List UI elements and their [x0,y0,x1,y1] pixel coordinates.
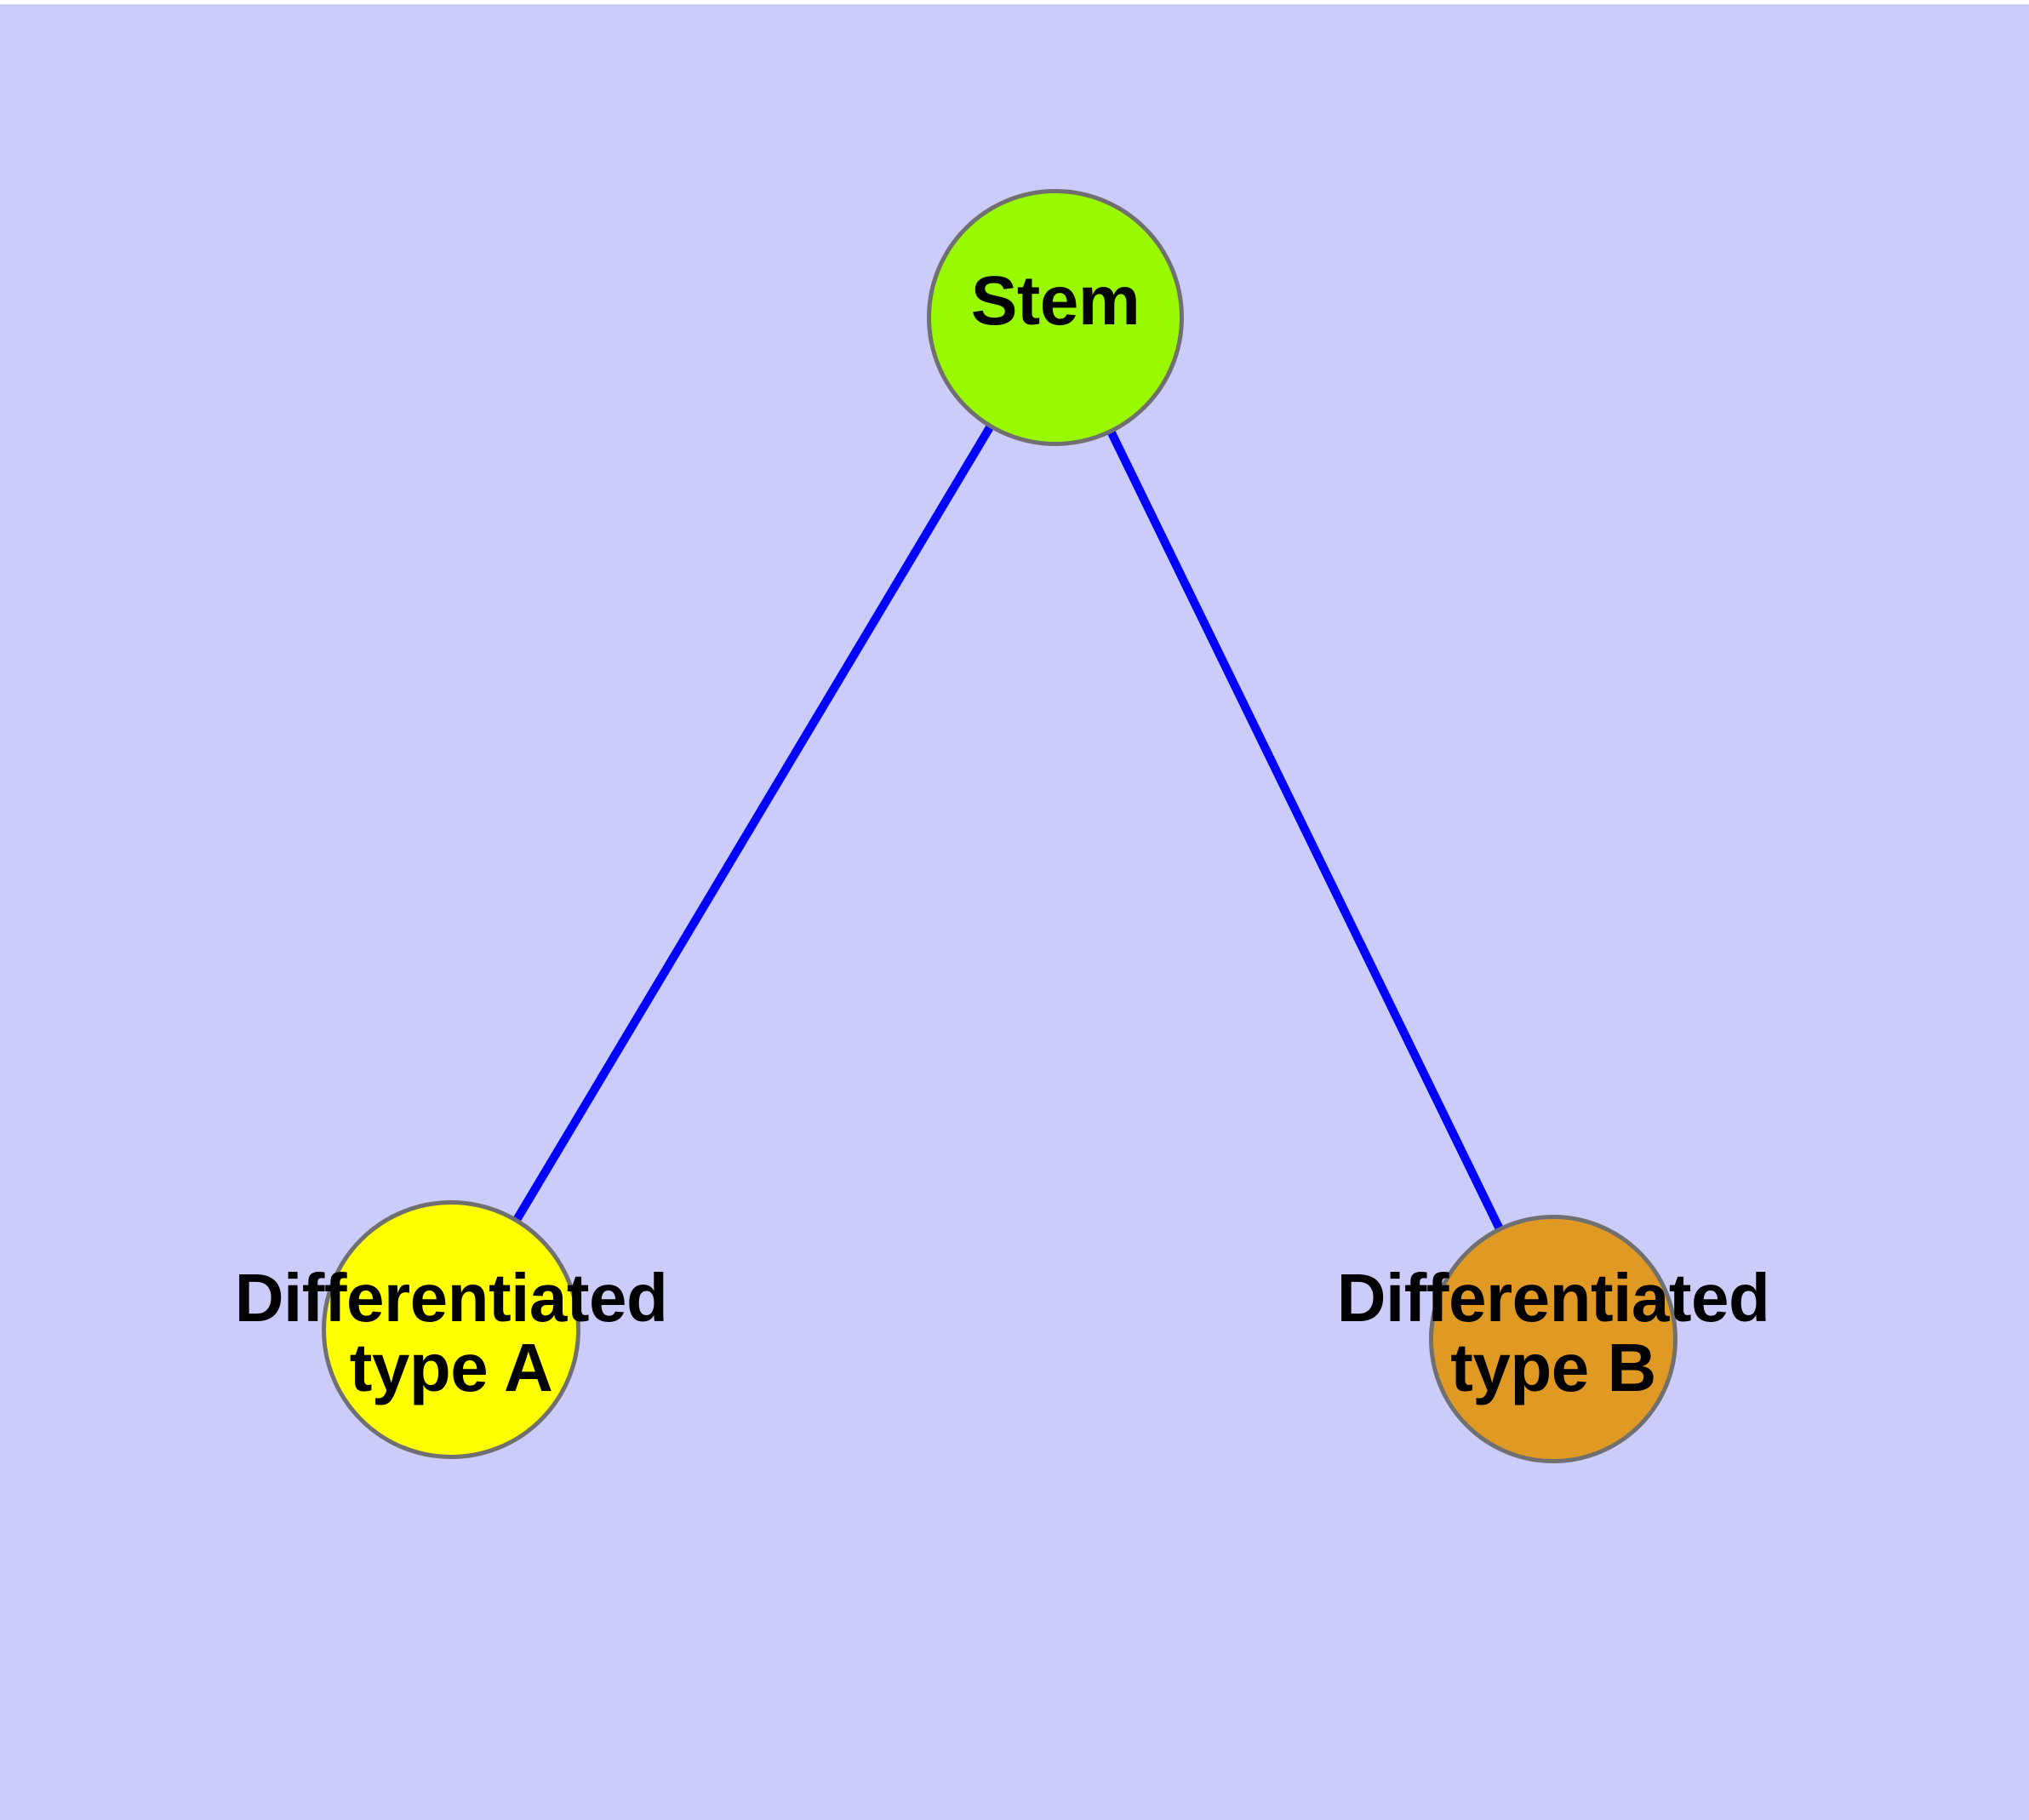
node-layer [322,189,1677,1463]
node-stem[interactable] [927,189,1184,446]
edge-stem-to-diff-a [447,315,1060,1332]
edge-stem-to-diff-b [1051,315,1557,1342]
node-diff-a[interactable] [322,1200,580,1459]
node-diff-b[interactable] [1429,1215,1677,1463]
edge-layer [447,315,1557,1342]
